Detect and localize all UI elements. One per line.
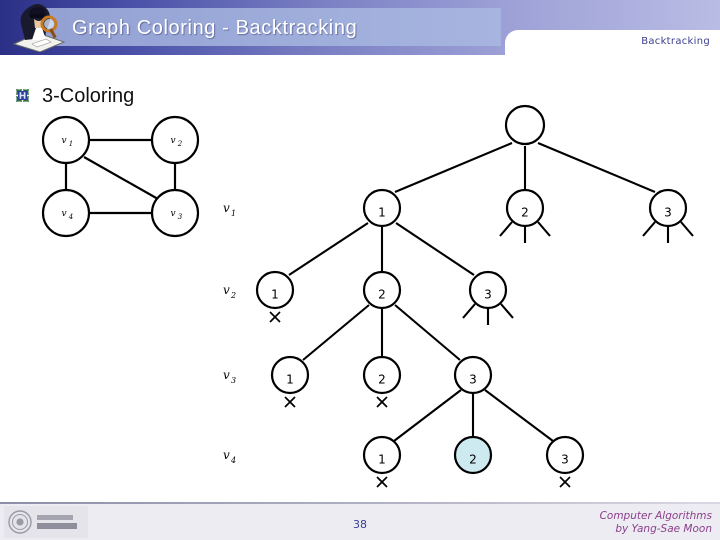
tree-node <box>468 270 508 310</box>
square-ornament-icon <box>14 87 31 104</box>
graph-vertex <box>150 188 200 238</box>
tree-stub <box>642 221 656 237</box>
tree-link <box>393 389 462 442</box>
graph-vertex <box>150 115 200 165</box>
graph-vertex <box>41 188 91 238</box>
tree-node-value: 3 <box>561 453 569 467</box>
tree-stub <box>537 221 551 237</box>
tree-node-value: 1 <box>271 288 279 302</box>
tree-stub <box>499 221 513 237</box>
svg-text:3: 3 <box>178 213 183 221</box>
detective-magnifier-icon <box>8 0 70 52</box>
university-seal-logo <box>4 506 88 538</box>
svg-text:4: 4 <box>230 456 236 465</box>
tree-link-group <box>288 142 656 442</box>
tree-node-value: 1 <box>378 206 386 220</box>
tree-node <box>648 188 688 228</box>
tree-node-value: 2 <box>521 206 529 220</box>
topic-tab <box>505 30 720 58</box>
tree-link <box>394 304 461 361</box>
tree-stub <box>680 221 694 237</box>
tree-link <box>288 222 369 276</box>
tree-node <box>362 355 402 395</box>
tree-row-label-v3: v <box>223 368 230 382</box>
prune-mark <box>559 476 571 488</box>
graph-vertex-label: v <box>61 136 66 146</box>
prune-mark <box>376 476 388 488</box>
tree-node-solution <box>453 435 493 475</box>
graph-vertex-label: v <box>170 209 175 219</box>
tree-node-value: 2 <box>378 373 386 387</box>
tree-link <box>302 304 370 361</box>
credit-line-2: by Yang-Sae Moon <box>615 523 712 535</box>
tree-node <box>505 188 545 228</box>
tree-link <box>394 142 513 193</box>
prune-mark <box>284 396 296 408</box>
tree-row-label-v4: v <box>223 448 230 462</box>
tree-node-value: 2 <box>469 453 477 467</box>
topic-tab-label: Backtracking <box>641 36 710 47</box>
tree-stub <box>500 303 514 319</box>
tree-row-label-v2: v <box>223 283 230 297</box>
tree-node <box>255 270 295 310</box>
svg-text:1: 1 <box>69 140 73 148</box>
page-title: Graph Coloring - Backtracking <box>72 17 358 39</box>
tree-node-value: 3 <box>484 288 492 302</box>
svg-text:4: 4 <box>68 213 73 221</box>
bullet-row: 3-Coloring <box>14 82 414 112</box>
tree-node <box>453 355 493 395</box>
graph-edge <box>83 156 159 200</box>
tree-stub <box>462 303 476 319</box>
tree-node-value: 2 <box>378 288 386 302</box>
footer-credit: Computer Algorithms by Yang-Sae Moon <box>532 510 712 536</box>
tree-node <box>362 188 402 228</box>
graph-vertex <box>41 115 91 165</box>
svg-text:3: 3 <box>231 376 236 385</box>
svg-text:2: 2 <box>177 140 183 148</box>
footer-divider <box>0 502 720 504</box>
tree-link <box>395 222 475 276</box>
header-spacer <box>0 55 720 65</box>
svg-text:2: 2 <box>230 291 236 300</box>
credit-line-1: Computer Algorithms <box>599 510 712 522</box>
tree-node <box>270 355 310 395</box>
tree-link <box>537 142 656 193</box>
tree-node <box>545 435 585 475</box>
footer-band <box>0 504 720 540</box>
prune-mark <box>269 311 281 323</box>
tree-row-label-v1: v <box>223 201 230 215</box>
tree-link <box>484 389 554 442</box>
tree-node <box>362 435 402 475</box>
tree-stub-group <box>462 221 694 325</box>
tree-node-value: 3 <box>664 206 672 220</box>
tree-node <box>362 270 402 310</box>
prune-mark <box>376 396 388 408</box>
tree-node-root <box>504 104 546 146</box>
tree-node-value: 1 <box>286 373 294 387</box>
tree-node-value: 1 <box>378 453 386 467</box>
svg-text:1: 1 <box>231 209 236 218</box>
tree-node-value: 3 <box>469 373 477 387</box>
bullet-label: 3-Coloring <box>42 85 135 107</box>
title-plate <box>46 8 501 46</box>
graph-vertex-label: v <box>170 136 175 146</box>
graph-vertex-label: v <box>61 209 66 219</box>
prune-mark-group <box>269 311 571 488</box>
page-number: 38 <box>353 518 367 531</box>
